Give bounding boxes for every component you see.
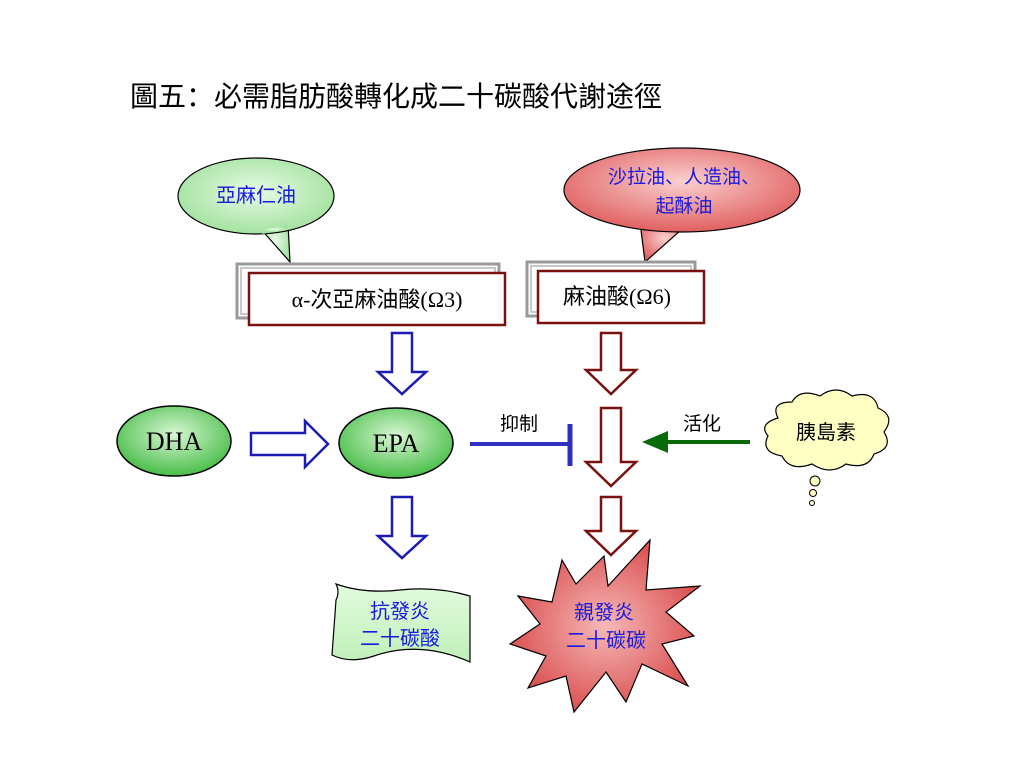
activate-connector: 活化 <box>642 413 750 453</box>
anti-inflammatory-doc: 抗發炎 二十碳酸 <box>331 582 471 663</box>
omega6-label: 麻油酸(Ω6) <box>563 284 671 309</box>
blue-arrow-down-icon-2 <box>374 495 430 560</box>
insulin-cloud: 胰島素 <box>764 389 890 506</box>
red-arrow-down-icon <box>582 331 640 396</box>
red-arrow-down-icon-3 <box>582 495 640 557</box>
omega3-box: α-次亞麻油酸(Ω3) <box>235 262 507 327</box>
anti-inflammatory-line2: 二十碳酸 <box>360 627 440 650</box>
pro-inflammatory-line2: 二十碳碳 <box>566 629 646 652</box>
flax-oil-bubble: 亞麻仁油 <box>177 157 335 264</box>
red-arrow-down-icon-2 <box>582 406 640 488</box>
insulin-label: 胰島素 <box>796 421 856 444</box>
pro-inflammatory-line1: 親發炎 <box>574 601 634 624</box>
dha-node: DHA <box>116 405 232 477</box>
salad-oil-bubble: 沙拉油、人造油、 起酥油 <box>563 147 801 264</box>
inhibit-label: 抑制 <box>500 413 538 435</box>
blue-arrow-right-icon <box>249 417 330 471</box>
activate-label: 活化 <box>683 413 721 435</box>
flax-oil-label: 亞麻仁油 <box>216 184 296 207</box>
omega3-label: α-次亞麻油酸(Ω3) <box>292 287 463 312</box>
dha-label: DHA <box>146 427 203 456</box>
salad-oil-label-line2: 起酥油 <box>655 195 712 217</box>
epa-node: EPA <box>338 407 454 479</box>
epa-label: EPA <box>373 429 420 458</box>
page-title: 圖五：必需脂肪酸轉化成二十碳酸代謝途徑 <box>130 81 662 113</box>
salad-oil-label-line1: 沙拉油、人造油、 <box>608 166 760 188</box>
anti-inflammatory-line1: 抗發炎 <box>370 600 430 623</box>
blue-arrow-down-icon <box>374 331 430 396</box>
inhibit-connector: 抑制 <box>470 413 573 466</box>
green-arrowhead-icon <box>642 431 668 453</box>
omega6-box: 麻油酸(Ω6) <box>525 260 706 325</box>
pro-inflammatory-burst: 親發炎 二十碳碳 <box>508 538 702 714</box>
